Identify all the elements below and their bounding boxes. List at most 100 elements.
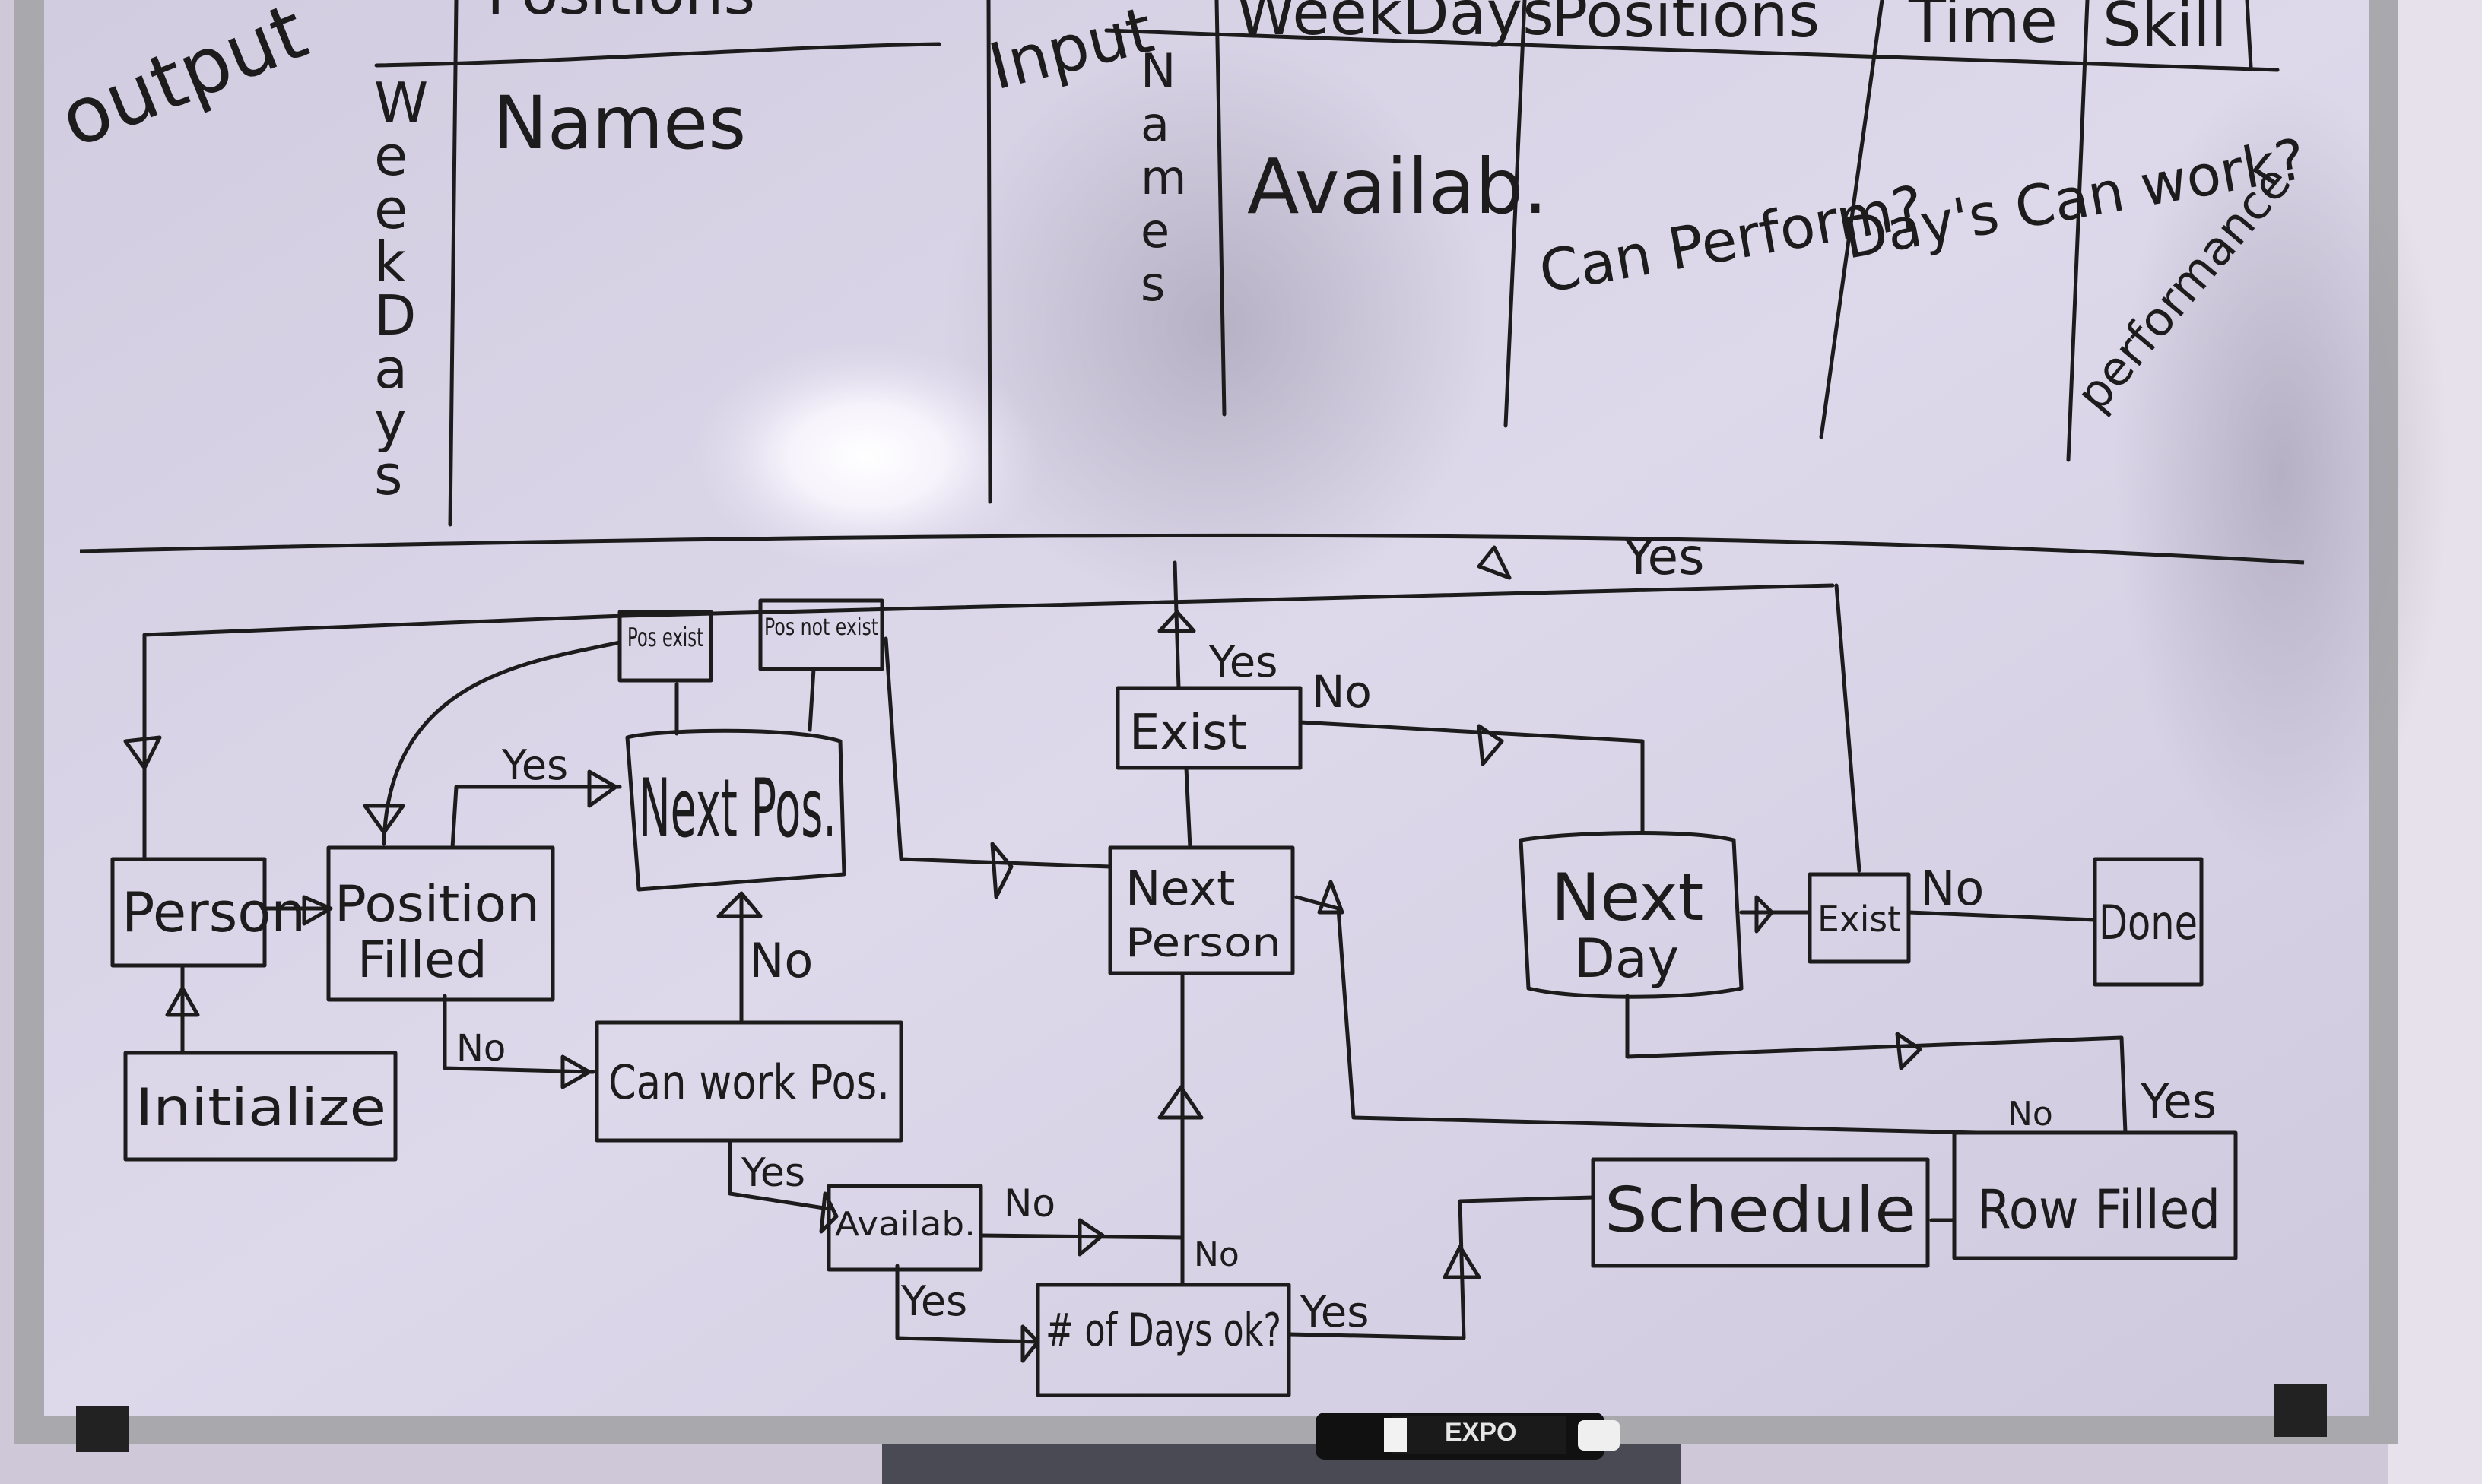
label-yes-canwork: Yes — [741, 1150, 805, 1196]
box-exist-day — [1808, 872, 1911, 964]
svg-text:e: e — [1141, 203, 1170, 258]
arrow-init-person — [165, 986, 200, 1017]
label-no-canwork: No — [749, 933, 813, 988]
node-pos-not-exist: Pos not exist — [764, 614, 878, 641]
arrow-days-in — [1020, 1324, 1040, 1363]
box-row-filled — [1952, 1130, 2238, 1260]
box-next-day — [1519, 831, 1744, 999]
node-initialize: Initialize — [135, 1078, 386, 1138]
input-col-time: Time — [1908, 0, 2058, 56]
arrow-posnotexist-nextperson — [990, 842, 1014, 899]
node-next-day-1: Next — [1551, 860, 1703, 936]
row-header-vertical: W — [374, 71, 428, 135]
label-yes-days: Yes — [1300, 1288, 1369, 1337]
arrow-yes-top — [1477, 545, 1512, 580]
box-pos-exist — [617, 610, 713, 683]
box-initialize — [123, 1051, 398, 1162]
box-exist — [1116, 686, 1303, 770]
label-no-availab: No — [1004, 1181, 1055, 1226]
node-next: Next — [1125, 861, 1235, 916]
marker-brand: EXPO — [1445, 1418, 1516, 1447]
node-schedule: Schedule — [1604, 1175, 1916, 1247]
node-filled: Filled — [357, 931, 487, 989]
output-cell-names: Names — [493, 81, 746, 166]
label-yes-rowfilled: Yes — [2140, 1073, 2217, 1129]
arrow-no-nextpos — [716, 891, 763, 918]
node-can-work-pos: Can work Pos. — [608, 1054, 890, 1110]
flash-glare — [692, 342, 1042, 570]
input-col-positions: Positions — [1551, 0, 1820, 51]
input-row-header: N a m e s — [1141, 43, 1186, 312]
node-person-label: Person — [1125, 921, 1281, 966]
flowchart-edges — [142, 560, 2128, 1344]
input-col-weekdays: WeekDays — [1236, 0, 1554, 49]
frame-corner-left — [76, 1406, 129, 1452]
box-can-work-pos — [595, 1020, 903, 1143]
node-availab: Availab. — [835, 1205, 976, 1244]
input-cell-availab: Availab. — [1247, 142, 1547, 231]
arrow-days-up — [1157, 1085, 1204, 1120]
input-table-lines — [986, 0, 2280, 504]
svg-text:a: a — [374, 337, 408, 401]
arrow-yes-nextpos — [587, 769, 618, 808]
node-exist: Exist — [1129, 705, 1247, 761]
label-yes-posfilled: Yes — [501, 741, 568, 789]
svg-text:k: k — [374, 230, 406, 294]
svg-text:y: y — [374, 390, 407, 454]
arrow-posexist — [363, 804, 405, 835]
node-pos-exist: Pos exist — [627, 623, 703, 653]
svg-text:e: e — [374, 177, 408, 241]
svg-text:N: N — [1141, 43, 1176, 99]
output-col-header: Positions — [487, 0, 755, 28]
svg-text:a: a — [1141, 97, 1170, 152]
box-pos-not-exist — [758, 598, 884, 671]
arrowheads — [123, 545, 1922, 1363]
input-col-skill: Skill — [2103, 0, 2227, 60]
arrow-rowfilled-yes — [1895, 1032, 1922, 1070]
node-days-ok: # of Days ok? — [1046, 1304, 1281, 1357]
svg-text:D: D — [374, 284, 416, 347]
label-no-days: No — [1194, 1235, 1239, 1274]
label-yes-exist: Yes — [1208, 638, 1278, 687]
arrow-person-up — [123, 735, 162, 770]
edge-labels: Yes No No Yes No Yes No Yes Yes No Yes N… — [456, 528, 2217, 1337]
section-divider — [79, 533, 2305, 565]
box-next-pos — [625, 728, 846, 892]
output-row-header: W e e k D a y s — [374, 71, 428, 507]
arrow-availab-no — [1078, 1218, 1105, 1257]
label-yes-top: Yes — [1623, 528, 1705, 586]
label-no-exist-day: No — [1920, 861, 1984, 916]
svg-text:s: s — [1141, 256, 1165, 312]
box-availab — [827, 1184, 983, 1272]
box-schedule — [1591, 1157, 1930, 1268]
svg-text:s: s — [374, 443, 403, 507]
label-yes-availab: Yes — [900, 1277, 967, 1325]
node-next-day-2: Day — [1574, 928, 1679, 990]
node-position: Position — [335, 875, 540, 934]
svg-text:e: e — [374, 124, 408, 188]
box-person — [110, 857, 267, 968]
arrow-exist-no — [1477, 724, 1504, 766]
arrow-nextday-exist — [1754, 895, 1774, 934]
output-table-lines — [374, 0, 941, 527]
label-no-posfilled: No — [456, 1027, 506, 1070]
node-person: Person — [122, 880, 306, 944]
expo-marker: EXPO — [1316, 1413, 1620, 1460]
label-no-exist: No — [1312, 666, 1372, 718]
arrow-person-posfilled — [302, 895, 333, 926]
frame-corner-right — [2274, 1384, 2327, 1437]
arrow-schedule-up — [1443, 1245, 1481, 1279]
arrow-rowfilled-no — [1317, 880, 1344, 915]
photographer-shadow — [943, 38, 1490, 616]
edge-shadow — [2114, 76, 2449, 867]
label-no-rowfilled: No — [2008, 1095, 2053, 1134]
arrow-no-canwork — [560, 1054, 592, 1089]
box-done — [2093, 857, 2204, 987]
node-next-pos: Next Pos. — [639, 762, 836, 855]
box-days-ok — [1036, 1283, 1291, 1397]
flowchart-boxes — [110, 598, 2238, 1397]
svg-text:m: m — [1141, 150, 1186, 205]
node-exist-day: Exist — [1817, 899, 1901, 940]
node-done: Done — [2099, 895, 2198, 950]
